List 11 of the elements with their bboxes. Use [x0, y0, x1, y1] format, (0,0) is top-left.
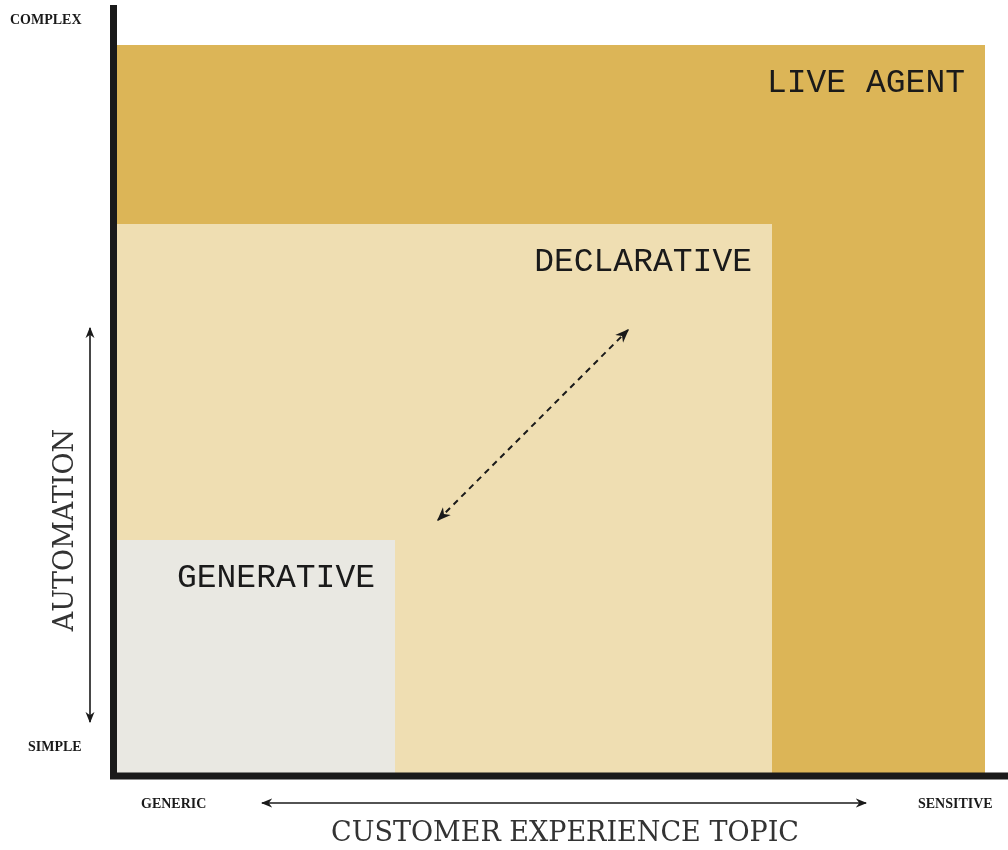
zone-label: LIVE AGENT: [766, 67, 965, 100]
zone-panel: [117, 224, 772, 773]
scale-label: GENERIC: [141, 797, 207, 811]
zone-label: GENERATIVE: [176, 562, 375, 595]
axis-title: AUTOMATION: [49, 428, 77, 632]
scale-label: SENSITIVE: [918, 797, 993, 811]
axis-title: CUSTOMER EXPERIENCE TOPIC: [331, 818, 799, 845]
scale-label: COMPLEX: [10, 13, 82, 27]
scale-label: SIMPLE: [28, 740, 82, 754]
zone-label: DECLARATIVE: [534, 246, 752, 279]
zone-panel: [117, 540, 395, 773]
